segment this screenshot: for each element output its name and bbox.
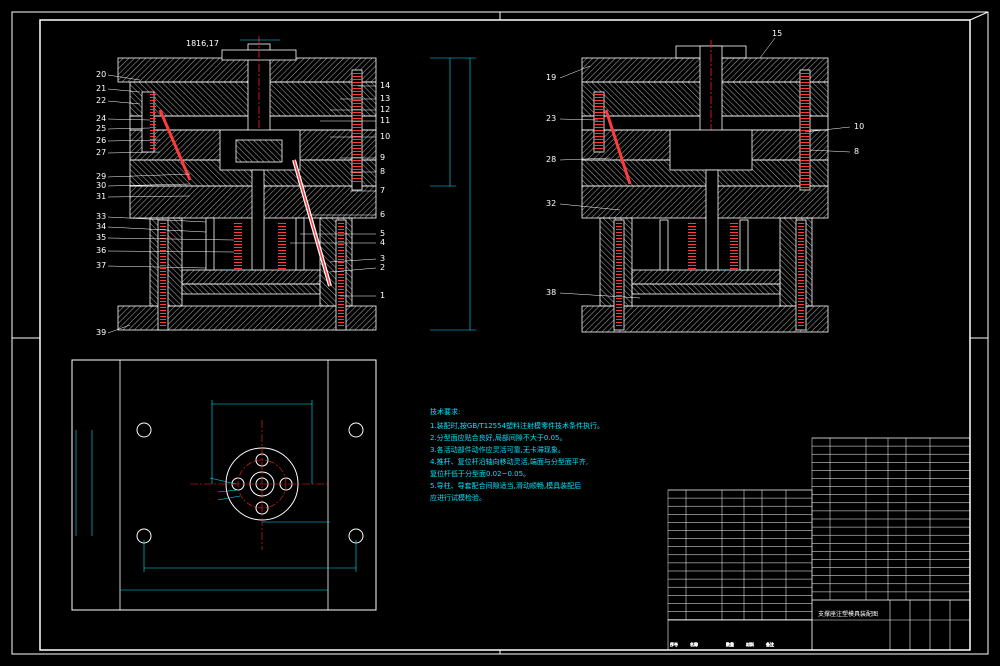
tech-note-line: 5.导柱、导套配合间隙适当,滑动顺畅,模具装配后 [430, 481, 581, 490]
callout-label: 36 [96, 246, 106, 255]
table-header-cell: 数量 [726, 641, 734, 647]
callout-label: 30 [96, 181, 106, 190]
left-view-dimensions [240, 39, 476, 331]
left-view-leaders [107, 74, 377, 334]
callout-label: 35 [96, 233, 106, 242]
callout-label: 31 [96, 192, 106, 201]
table-header-cell: 名称 [690, 641, 698, 647]
callout-label: 11 [380, 116, 390, 125]
callout-label: 20 [96, 70, 106, 79]
callout-label: 39 [96, 328, 106, 337]
callout-label: 29 [96, 172, 106, 181]
callout-label: 13 [380, 94, 390, 103]
callout-label: 10 [854, 122, 864, 131]
callout-label: 26 [96, 136, 106, 145]
callout-label: 23 [546, 114, 556, 123]
callout-label: 28 [546, 155, 556, 164]
tech-note-line: 应进行试模检验。 [430, 493, 486, 502]
table-header-cell: 材料 [746, 641, 754, 647]
callout-label: 18 [186, 39, 196, 48]
plan-view [71, 359, 377, 611]
callout-label: 37 [96, 261, 106, 270]
callout-label: 25 [96, 124, 106, 133]
callout-label: 5 [380, 229, 385, 238]
callout-label: 14 [380, 81, 390, 90]
callout-label: 34 [96, 222, 106, 231]
callout-label: 3 [380, 254, 385, 263]
callout-label: 27 [96, 148, 106, 157]
callout-label: 38 [546, 288, 556, 297]
callout-label: 22 [96, 96, 106, 105]
callout-label: 4 [380, 238, 385, 247]
tech-notes-heading: 技术要求: [430, 407, 460, 416]
callout-label: 24 [96, 114, 106, 123]
plan-view-dimensions [75, 400, 357, 591]
table-header-cell: 备注 [766, 641, 774, 647]
right-view-labels: 15 19 23 28 32 38 10 8 [546, 29, 864, 297]
callout-label: 1 [380, 291, 385, 300]
callout-label: 16,17 [196, 39, 219, 48]
tech-note-line: 3.各活动部件动作应灵活可靠,无卡滞现象。 [430, 445, 565, 454]
title-block-title: 支撑座注塑模具装配图 [818, 610, 878, 618]
callout-label: 7 [380, 186, 385, 195]
right-view-leaders [559, 37, 851, 299]
callout-label: 8 [854, 147, 859, 156]
callout-label: 2 [380, 263, 385, 272]
title-block [667, 599, 971, 651]
callout-label: 6 [380, 210, 385, 219]
callout-label: 9 [380, 153, 385, 162]
callout-label: 32 [546, 199, 556, 208]
tech-note-line: 1.装配时,按GB/T12554塑料注射模零件技术条件执行。 [430, 421, 604, 430]
parts-list-table: 序号 名称 数量 材料 备注 [667, 437, 971, 647]
tech-note-line: 4.推杆、复位杆沿轴向移动灵活,端面与分型面平齐, [430, 457, 588, 466]
technical-notes: 技术要求: 1.装配时,按GB/T12554塑料注射模零件技术条件执行。 2.分型面… [430, 407, 604, 502]
callout-label: 8 [380, 167, 385, 176]
callout-label: 33 [96, 212, 106, 221]
tech-note-line: 复位杆低于分型面0.02~0.05。 [430, 469, 530, 478]
callout-label: 21 [96, 84, 106, 93]
callout-label: 10 [380, 132, 390, 141]
tech-note-line: 2.分型面应贴合良好,局部间隙不大于0.05。 [430, 433, 567, 442]
table-header-cell: 序号 [670, 641, 678, 647]
left-section-view [117, 36, 377, 331]
left-view-springs [150, 72, 362, 328]
callout-label: 19 [546, 73, 556, 82]
drawing-frame [11, 11, 989, 655]
right-view-springs [594, 72, 810, 328]
callout-label: 15 [772, 29, 782, 38]
callout-label: 12 [380, 105, 390, 114]
